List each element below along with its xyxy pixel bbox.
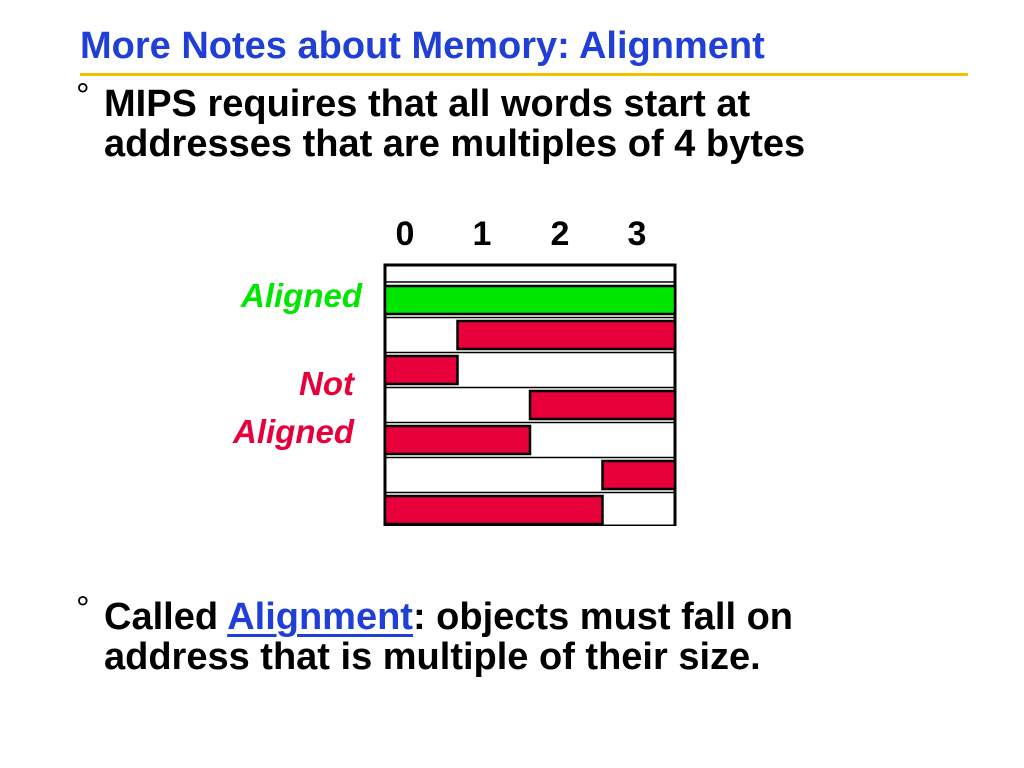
memory-alignment-diagram <box>383 263 677 526</box>
word-bar-not-aligned-2 <box>383 354 459 386</box>
byte-column-label-2: 2 <box>550 215 570 253</box>
word-bar-not-aligned-6 <box>383 494 604 526</box>
bullet-marker: ° <box>76 590 90 628</box>
word-bar-not-aligned-3 <box>528 389 677 421</box>
alignment-link[interactable]: Alignment <box>227 596 413 638</box>
bullet-mips-words: ° MIPS requires that all words start at … <box>76 77 806 165</box>
not-aligned-label-line-2: Aligned <box>233 413 354 450</box>
slide-title: More Notes about Memory: Alignment <box>80 25 765 67</box>
bullet-2-line-1: Called Alignment: objects must fall on <box>80 597 793 637</box>
bullet-2-prefix: Called <box>104 596 228 638</box>
bullet-1-line-1: MIPS requires that all words start at <box>104 83 751 125</box>
bullet-1-line-2: addresses that are multiples of 4 bytes <box>104 123 806 165</box>
bullet-2-suffix: : objects must fall on <box>412 596 794 638</box>
byte-column-label-3: 3 <box>627 215 647 253</box>
word-bar-aligned-0 <box>383 284 677 316</box>
byte-column-label-1: 1 <box>472 215 492 253</box>
not-aligned-label: Not Aligned <box>180 360 354 456</box>
byte-column-label-0: 0 <box>395 215 415 253</box>
aligned-label: Aligned <box>241 277 362 314</box>
word-bar-not-aligned-1 <box>456 319 677 351</box>
not-aligned-label-line-1: Not <box>299 365 354 402</box>
bullet-marker: ° <box>76 77 90 115</box>
word-bar-not-aligned-4 <box>383 424 532 456</box>
title-underline-rule <box>80 73 968 76</box>
bullet-alignment-definition: ° Called Alignment: objects must fall on… <box>76 590 793 678</box>
word-bar-not-aligned-5 <box>601 459 677 491</box>
bullet-2-line-2: address that is multiple of their size. <box>104 636 761 678</box>
